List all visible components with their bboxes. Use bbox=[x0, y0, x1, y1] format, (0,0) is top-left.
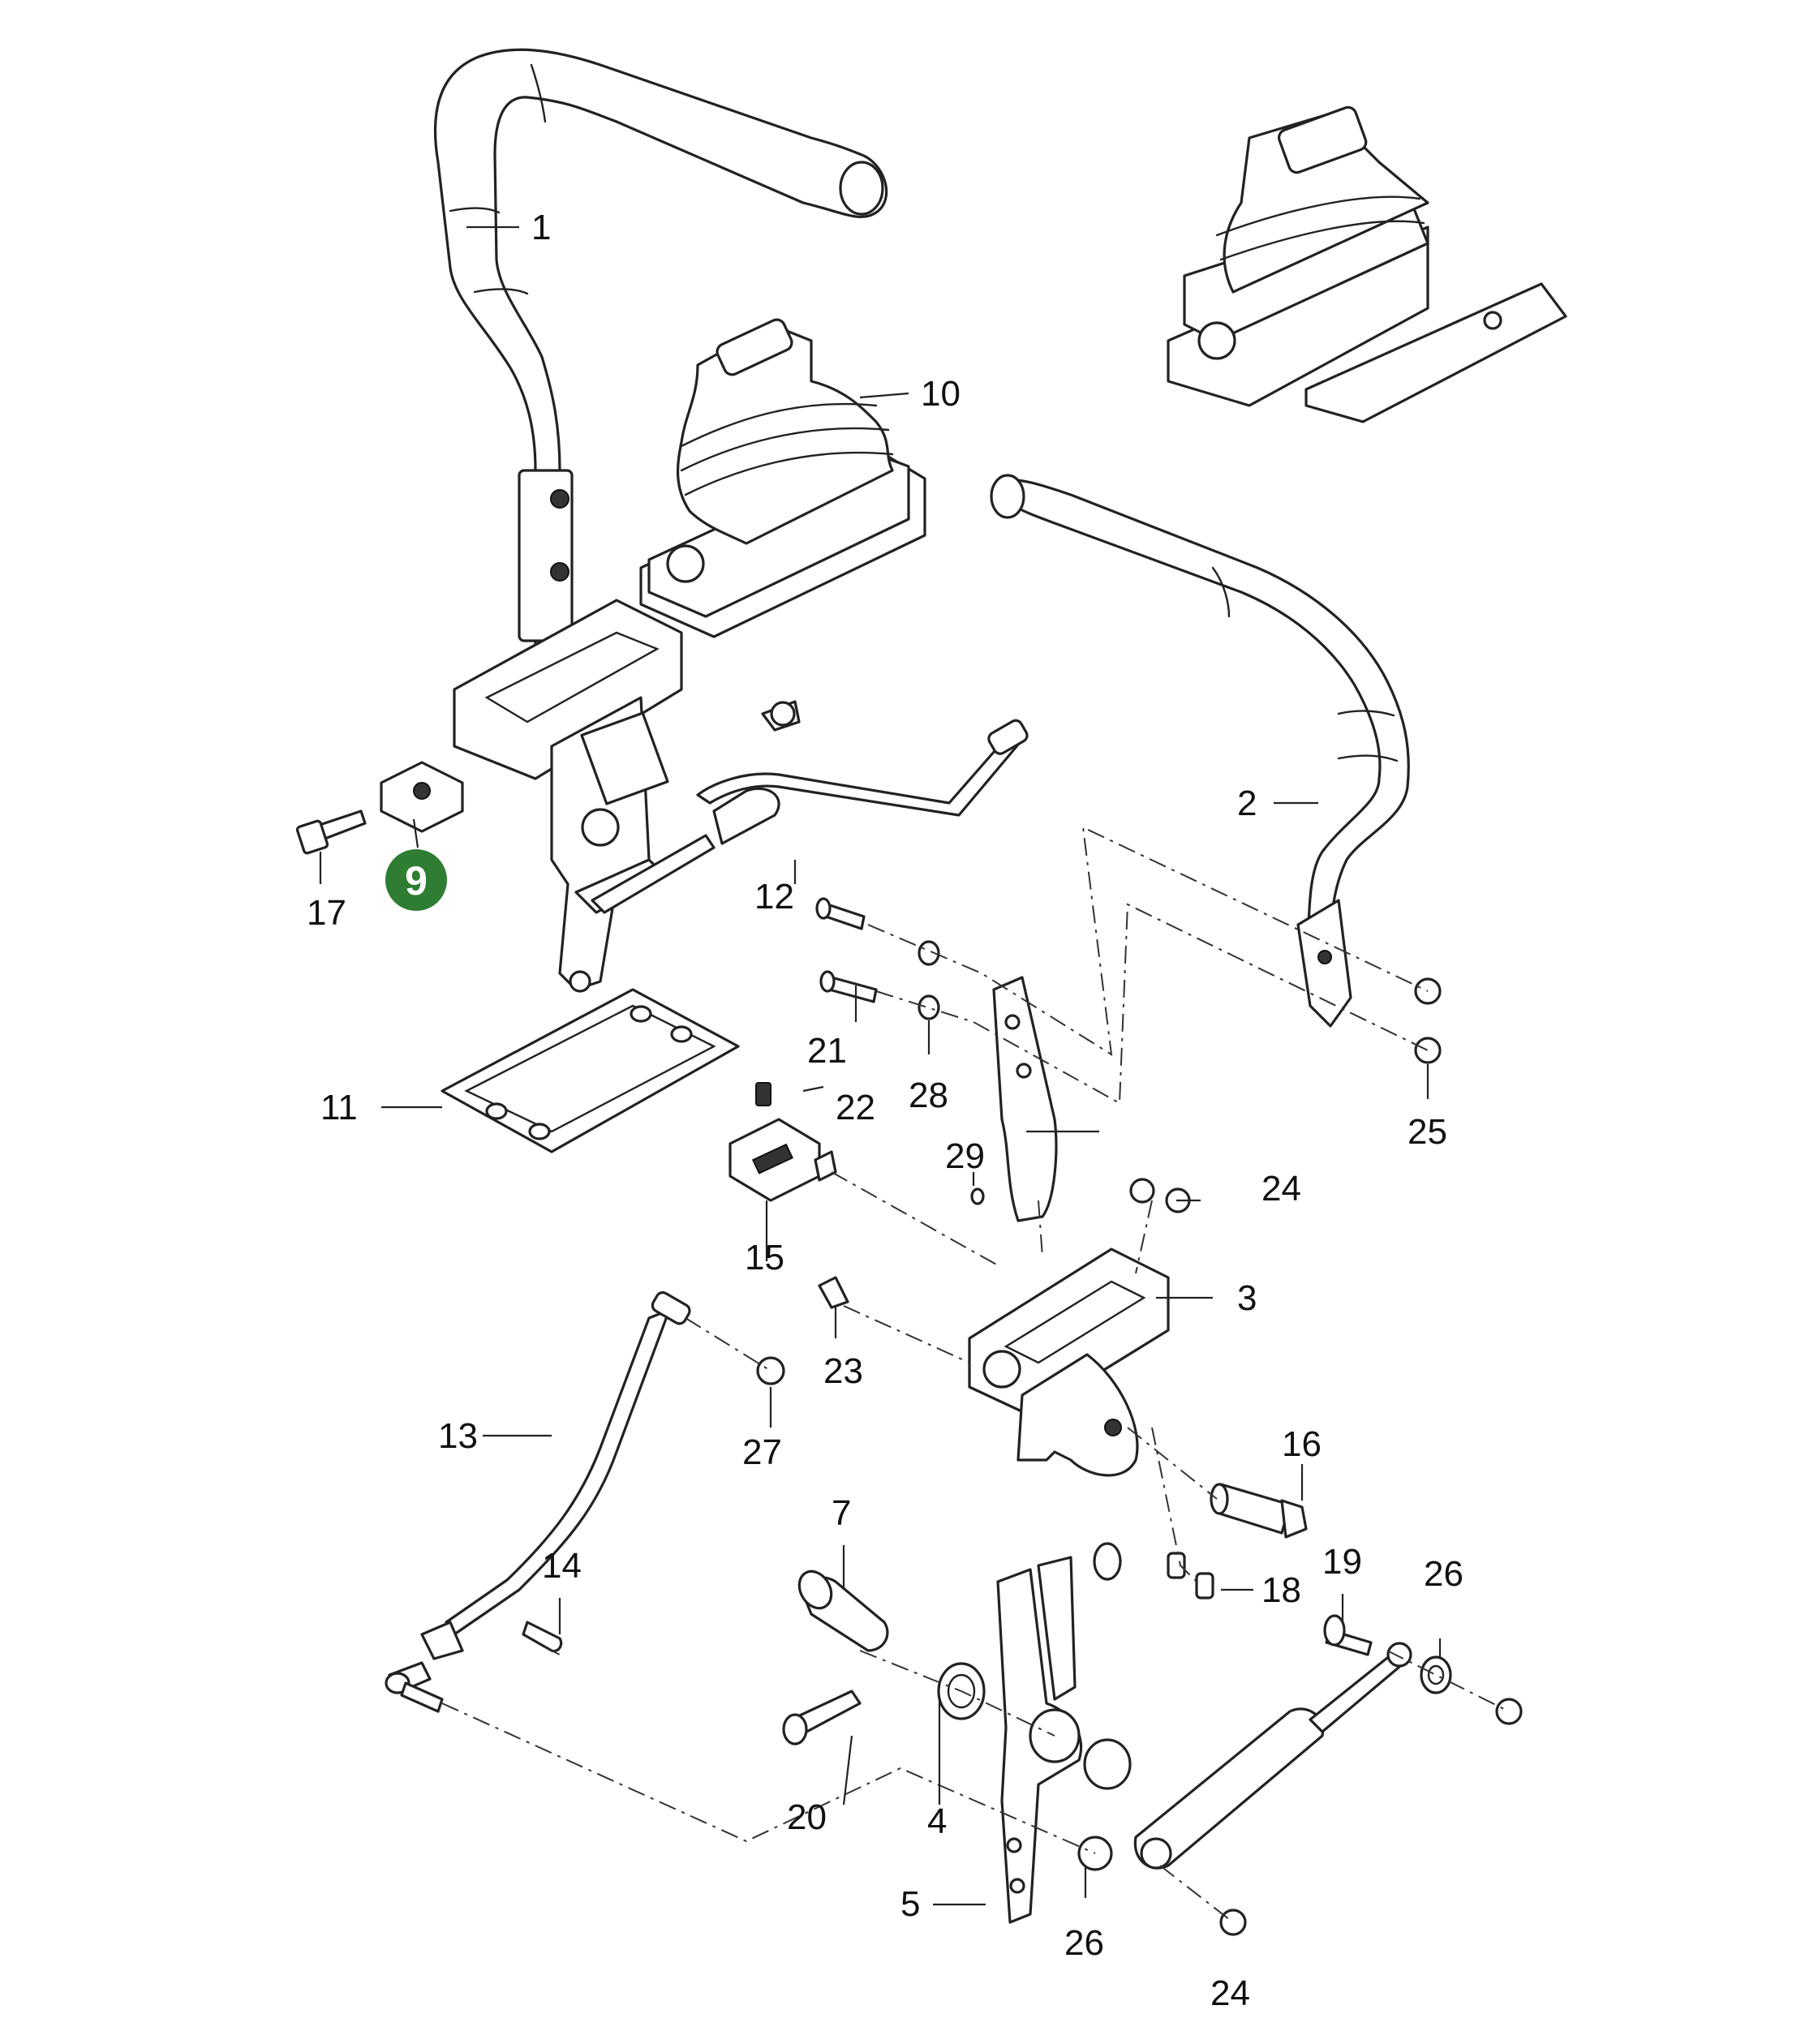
callout-3: 3 bbox=[1237, 1278, 1257, 1318]
callout-12: 12 bbox=[754, 877, 794, 917]
washer-23 bbox=[818, 1276, 849, 1309]
callout-20: 20 bbox=[787, 1797, 827, 1837]
callout-28: 28 bbox=[909, 1076, 948, 1115]
callout-29: 29 bbox=[945, 1136, 985, 1176]
bolt-17 bbox=[295, 809, 367, 855]
callout-19: 19 bbox=[1322, 1542, 1362, 1582]
callout-11: 11 bbox=[320, 1088, 358, 1127]
callout-26-lower: 26 bbox=[1064, 1923, 1104, 1963]
pins-21 bbox=[815, 897, 940, 1020]
callout-15: 15 bbox=[745, 1238, 784, 1278]
callout-4: 4 bbox=[927, 1801, 947, 1841]
nut-right-end bbox=[1495, 1698, 1523, 1725]
gasket-11 bbox=[441, 988, 740, 1153]
callout-24-bottom: 24 bbox=[1210, 1973, 1250, 2013]
switch-15 bbox=[728, 1082, 837, 1202]
bolt-16 bbox=[1210, 1483, 1308, 1539]
rubber-boot-assembled bbox=[1167, 105, 1567, 423]
nuts-25 bbox=[1414, 977, 1442, 1064]
link-arm bbox=[970, 976, 1058, 1222]
control-bracket bbox=[453, 599, 780, 993]
callout-2: 2 bbox=[1237, 784, 1257, 823]
callout-18: 18 bbox=[1261, 1570, 1301, 1610]
lever-handle-right bbox=[990, 474, 1410, 1028]
bolt-19 bbox=[1323, 1614, 1373, 1656]
callout-1: 1 bbox=[531, 208, 551, 247]
callout-26-right: 26 bbox=[1424, 1554, 1463, 1594]
highlight-badge-circle bbox=[385, 849, 447, 911]
assembly-lines bbox=[441, 826, 1510, 1923]
bolt-20 bbox=[782, 1690, 862, 1746]
nut-27 bbox=[756, 1356, 785, 1385]
callout-24-top: 24 bbox=[1261, 1169, 1301, 1209]
highlight-badge: 9 bbox=[385, 849, 447, 911]
rubber-boot-center bbox=[639, 318, 926, 638]
callout-13: 13 bbox=[438, 1416, 478, 1456]
callout-10: 10 bbox=[921, 374, 961, 414]
bracket-3 bbox=[968, 1247, 1170, 1477]
callout-16: 16 bbox=[1282, 1424, 1322, 1464]
leader-lines bbox=[319, 225, 1442, 1906]
callout-5: 5 bbox=[900, 1884, 920, 1924]
rod-12 bbox=[591, 700, 1029, 914]
arm-5 bbox=[996, 1542, 1132, 1924]
callout-7: 7 bbox=[832, 1493, 851, 1533]
sleeve-7 bbox=[797, 1570, 889, 1652]
gas-spring bbox=[1133, 1642, 1412, 1870]
callout-27: 27 bbox=[742, 1432, 782, 1472]
clip-14 bbox=[522, 1621, 563, 1653]
nuts-24-top bbox=[1129, 1178, 1191, 1213]
callout-22: 22 bbox=[836, 1088, 875, 1127]
lever-handle-left bbox=[433, 48, 888, 667]
highlight-badge-label: 9 bbox=[405, 858, 428, 904]
nut-26-right bbox=[1420, 1655, 1452, 1694]
callout-23: 23 bbox=[823, 1351, 863, 1391]
callout-25: 25 bbox=[1408, 1112, 1447, 1152]
rod-13 bbox=[385, 1290, 691, 1713]
screws-18 bbox=[1167, 1552, 1214, 1600]
callout-21: 21 bbox=[807, 1031, 847, 1071]
callout-14: 14 bbox=[542, 1546, 582, 1586]
clamp-block bbox=[380, 761, 464, 833]
callout-17: 17 bbox=[307, 893, 346, 933]
